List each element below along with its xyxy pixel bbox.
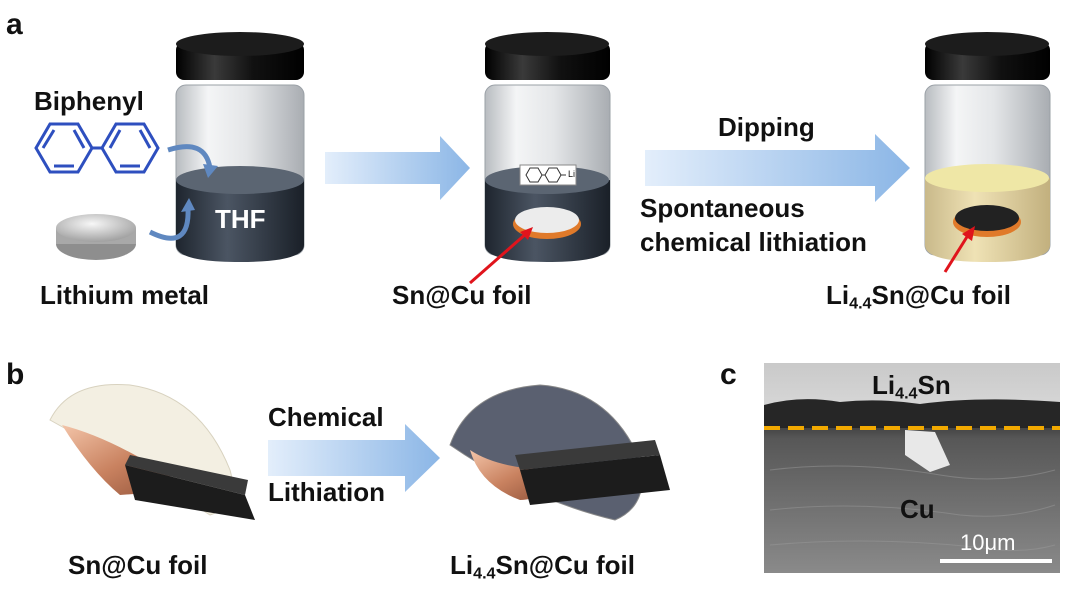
jar-sn-cu xyxy=(484,32,611,262)
sn-cu-foil-photo-label: Sn@Cu foil xyxy=(68,550,208,580)
chemical-lithiation-label: chemical lithiation xyxy=(640,227,867,257)
cu-layer-label: Cu xyxy=(900,494,935,524)
sem-image xyxy=(764,363,1060,573)
biphenyl-structure-icon xyxy=(34,122,160,174)
jar-lithiated xyxy=(924,32,1051,262)
stir-arrow-icon xyxy=(167,144,213,169)
dipping-label: Dipping xyxy=(718,112,815,142)
panel-label-a: a xyxy=(6,8,23,41)
li44sn-cu-foil-label: Li4.4Sn@Cu foil xyxy=(826,280,1011,313)
pointer-arrow xyxy=(469,230,529,285)
process-arrow xyxy=(645,134,910,202)
process-arrow xyxy=(325,136,470,200)
chemical-label: Chemical xyxy=(268,402,384,432)
lithiation-label: Lithiation xyxy=(268,477,385,507)
li-sn-cu-foil-photo xyxy=(449,384,670,521)
li-tag-label: Li xyxy=(568,169,576,179)
stir-arrow-icon xyxy=(148,207,191,241)
li44sn-cu-foil-photo-label: Li4.4Sn@Cu foil xyxy=(450,550,635,583)
spontaneous-label: Spontaneous xyxy=(640,193,805,223)
lithium-metal-label: Lithium metal xyxy=(40,280,210,310)
sn-cu-foil-label: Sn@Cu foil xyxy=(392,280,532,310)
thf-label: THF xyxy=(215,204,266,234)
scale-bar-label: 10μm xyxy=(960,530,1016,555)
sn-cu-foil-photo xyxy=(49,383,255,520)
lithium-disc-icon xyxy=(56,214,136,260)
panel-label-c: c xyxy=(720,358,737,391)
process-arrow xyxy=(268,424,440,492)
li44sn-layer-label: Li4.4Sn xyxy=(872,370,951,403)
panel-label-b: b xyxy=(6,358,25,391)
biphenyl-label: Biphenyl xyxy=(34,86,144,116)
pointer-arrow xyxy=(943,231,972,273)
